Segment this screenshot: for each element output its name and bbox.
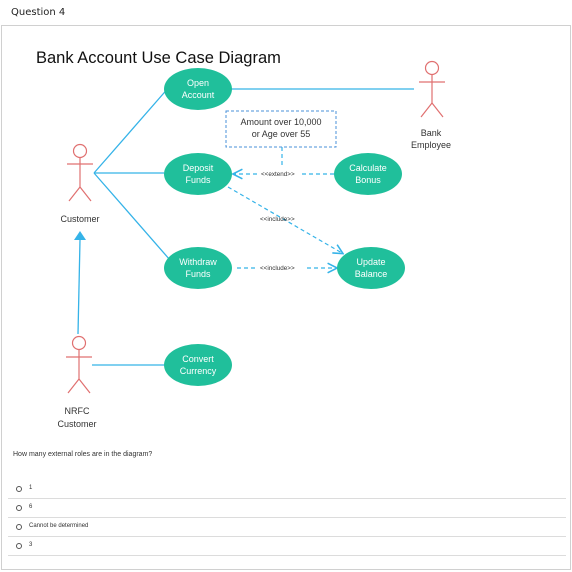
association-lines	[77, 85, 414, 366]
question-number: Question 4	[11, 7, 66, 18]
use-case-label: Balance	[355, 269, 388, 279]
answer-option-label: 1	[29, 485, 33, 491]
radio-button[interactable]	[16, 543, 22, 549]
include-label-withdraw: <<include>>	[260, 265, 295, 272]
note-line-2: or Age over 55	[252, 129, 311, 139]
answer-option[interactable]: 1	[8, 480, 566, 499]
assoc-customer-open	[93, 85, 171, 174]
diagram-title: Bank Account Use Case Diagram	[36, 49, 281, 67]
use-case-label: Withdraw	[179, 257, 217, 267]
use-case-label: Convert	[182, 354, 214, 364]
answer-option[interactable]: 6	[8, 499, 566, 518]
assoc-customer-withdraw	[93, 172, 171, 261]
question-prompt: How many external roles are in the diagr…	[13, 451, 153, 458]
include-label-deposit: <<include>>	[260, 216, 295, 223]
radio-button[interactable]	[16, 505, 22, 511]
use-case-label: Funds	[185, 175, 211, 185]
answer-option-label: 3	[29, 542, 33, 548]
extend-label: <<extend>>	[261, 171, 295, 178]
use-case-label: Deposit	[183, 163, 214, 173]
actor-bank-employee-label: Employee	[411, 140, 451, 150]
use-case-diagram: Bank Account Use Case Diagram <<extend>>…	[36, 49, 451, 429]
use-case-label: Account	[182, 90, 215, 100]
include-deposit-line	[227, 186, 342, 253]
use-case-label: Bonus	[355, 175, 381, 185]
question-header: Question 4	[1, 1, 571, 26]
answer-option-label: Cannot be determined	[29, 523, 89, 529]
actor-nrfc-customer-icon	[66, 335, 92, 394]
use-case-deposit-funds: Deposit Funds	[164, 153, 232, 195]
answer-option[interactable]: 3	[8, 537, 566, 556]
actor-customer-icon	[67, 143, 93, 202]
use-case-withdraw-funds: Withdraw Funds	[164, 247, 232, 289]
use-case-label: Open	[187, 78, 209, 88]
use-case-label: Calculate	[349, 163, 387, 173]
answer-options: 1 6 Cannot be determined 3	[8, 480, 566, 556]
use-case-calculate-bonus: Calculate Bonus	[334, 153, 402, 195]
generalization-line	[77, 239, 81, 335]
note-line-1: Amount over 10,000	[240, 117, 321, 127]
use-case-open-account: Open Account	[164, 68, 232, 110]
use-case-update-balance: Update Balance	[337, 247, 405, 289]
answer-option-label: 6	[29, 504, 33, 510]
radio-button[interactable]	[16, 486, 22, 492]
actor-nrfc-customer-label: NRFC	[65, 406, 90, 416]
use-case-label: Update	[356, 257, 385, 267]
answer-option[interactable]: Cannot be determined	[8, 518, 566, 537]
radio-button[interactable]	[16, 524, 22, 530]
actor-customer-label: Customer	[60, 214, 99, 224]
actor-bank-employee-icon	[419, 60, 445, 118]
actor-bank-employee-label: Bank	[421, 128, 442, 138]
use-case-label: Currency	[180, 366, 217, 376]
constraint-note: Amount over 10,000 or Age over 55	[225, 110, 337, 148]
generalization-arrowhead	[74, 231, 86, 240]
use-case-label: Funds	[185, 269, 211, 279]
use-case-convert-currency: Convert Currency	[164, 344, 232, 386]
actor-nrfc-customer-label: Customer	[57, 419, 96, 429]
